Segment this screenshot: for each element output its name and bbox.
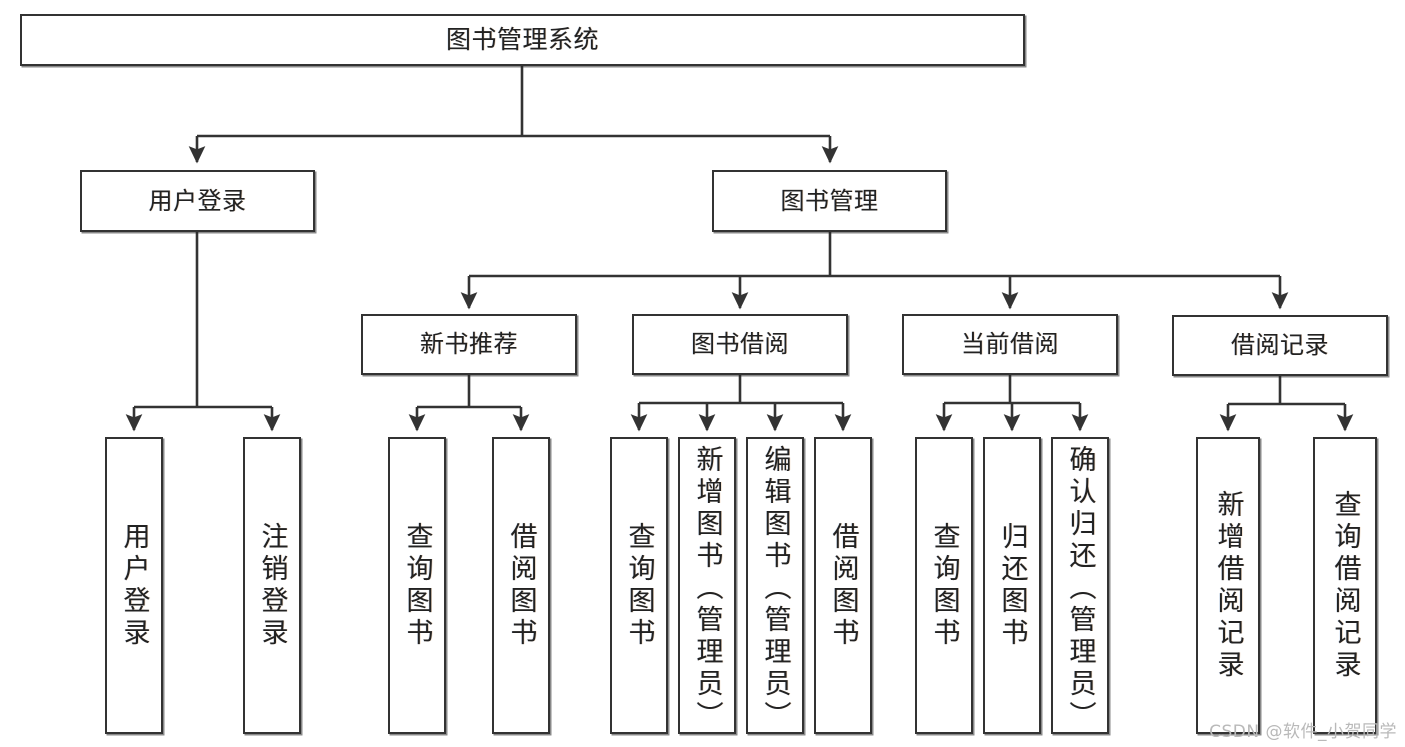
node-label: 借阅图书 bbox=[505, 521, 537, 650]
node-borrow-record[interactable]: 借阅记录 bbox=[1172, 315, 1388, 376]
node-label: 查询图书 bbox=[401, 521, 433, 650]
node-book-borrow[interactable]: 图书借阅 bbox=[632, 314, 848, 375]
node-label: 图书管理 bbox=[780, 186, 879, 215]
node-label: 确认归还（管理员） bbox=[1064, 445, 1096, 733]
node-label: 查询图书 bbox=[928, 521, 960, 650]
node-label: 归还图书 bbox=[996, 521, 1028, 650]
node-user-login[interactable]: 用户登录 bbox=[80, 170, 315, 232]
node-label: 借阅图书 bbox=[827, 521, 859, 650]
node-book-management[interactable]: 图书管理 bbox=[712, 170, 947, 232]
node-new-book-recommend[interactable]: 新书推荐 bbox=[361, 314, 577, 375]
leaf-query-book-borrow[interactable]: 查询图书 bbox=[610, 437, 668, 734]
leaf-add-book-admin[interactable]: 新增图书（管理员） bbox=[678, 437, 736, 734]
node-label: 当前借阅 bbox=[961, 330, 1059, 359]
node-label: 用户登录 bbox=[118, 521, 150, 650]
leaf-edit-book-admin[interactable]: 编辑图书（管理员） bbox=[746, 437, 804, 734]
node-label: 编辑图书（管理员） bbox=[759, 445, 791, 733]
node-label: 新书推荐 bbox=[420, 330, 518, 359]
leaf-logout-login[interactable]: 注销登录 bbox=[243, 437, 301, 734]
node-label: 查询借阅记录 bbox=[1329, 489, 1361, 682]
leaf-add-borrow-record[interactable]: 新增借阅记录 bbox=[1196, 437, 1260, 734]
node-label: 用户登录 bbox=[148, 186, 247, 215]
leaf-confirm-return-admin[interactable]: 确认归还（管理员） bbox=[1051, 437, 1109, 734]
node-current-borrow[interactable]: 当前借阅 bbox=[902, 314, 1118, 375]
leaf-query-book-current[interactable]: 查询图书 bbox=[915, 437, 973, 734]
node-label: 图书管理系统 bbox=[445, 25, 599, 54]
node-label: 新增借阅记录 bbox=[1212, 489, 1244, 682]
leaf-user-login[interactable]: 用户登录 bbox=[105, 437, 163, 734]
node-label: 图书借阅 bbox=[691, 330, 789, 359]
node-label: 借阅记录 bbox=[1231, 331, 1329, 360]
node-label: 注销登录 bbox=[256, 521, 288, 650]
leaf-query-book-recommend[interactable]: 查询图书 bbox=[388, 437, 446, 734]
node-root-book-management-system[interactable]: 图书管理系统 bbox=[20, 14, 1025, 66]
leaf-query-borrow-record[interactable]: 查询借阅记录 bbox=[1313, 437, 1377, 734]
watermark-text: CSDN @软件_小贺同学 bbox=[1209, 722, 1397, 742]
leaf-borrow-book[interactable]: 借阅图书 bbox=[814, 437, 872, 734]
node-label: 新增图书（管理员） bbox=[691, 445, 723, 733]
node-label: 查询图书 bbox=[623, 521, 655, 650]
leaf-borrow-book-recommend[interactable]: 借阅图书 bbox=[492, 437, 550, 734]
leaf-return-book[interactable]: 归还图书 bbox=[983, 437, 1041, 734]
